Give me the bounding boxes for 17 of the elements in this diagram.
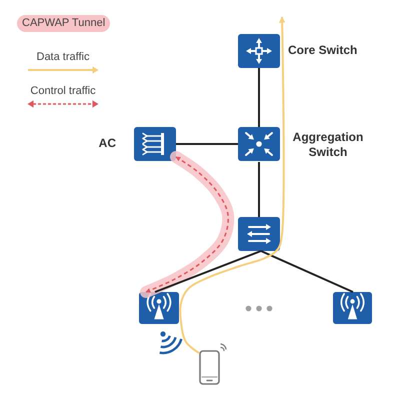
legend-label: Control traffic <box>29 85 97 98</box>
connector-line <box>258 68 260 127</box>
connector-line <box>154 250 262 293</box>
legend-label: CAPWAP Tunnel <box>22 17 106 30</box>
phone-icon <box>199 343 227 385</box>
legend-label: Data traffic <box>36 51 90 64</box>
connector-line <box>260 250 354 293</box>
connector-line <box>258 162 260 217</box>
dashed-arrow <box>146 156 229 293</box>
node-label: Aggregation Switch <box>292 130 364 160</box>
access-point-icon <box>333 292 372 324</box>
access-point-icon <box>139 292 179 324</box>
node-label: Core Switch <box>288 43 358 58</box>
connector-line <box>176 143 238 145</box>
arrow <box>179 16 286 354</box>
node-label: AC <box>98 136 116 151</box>
switch-icon <box>238 217 280 251</box>
